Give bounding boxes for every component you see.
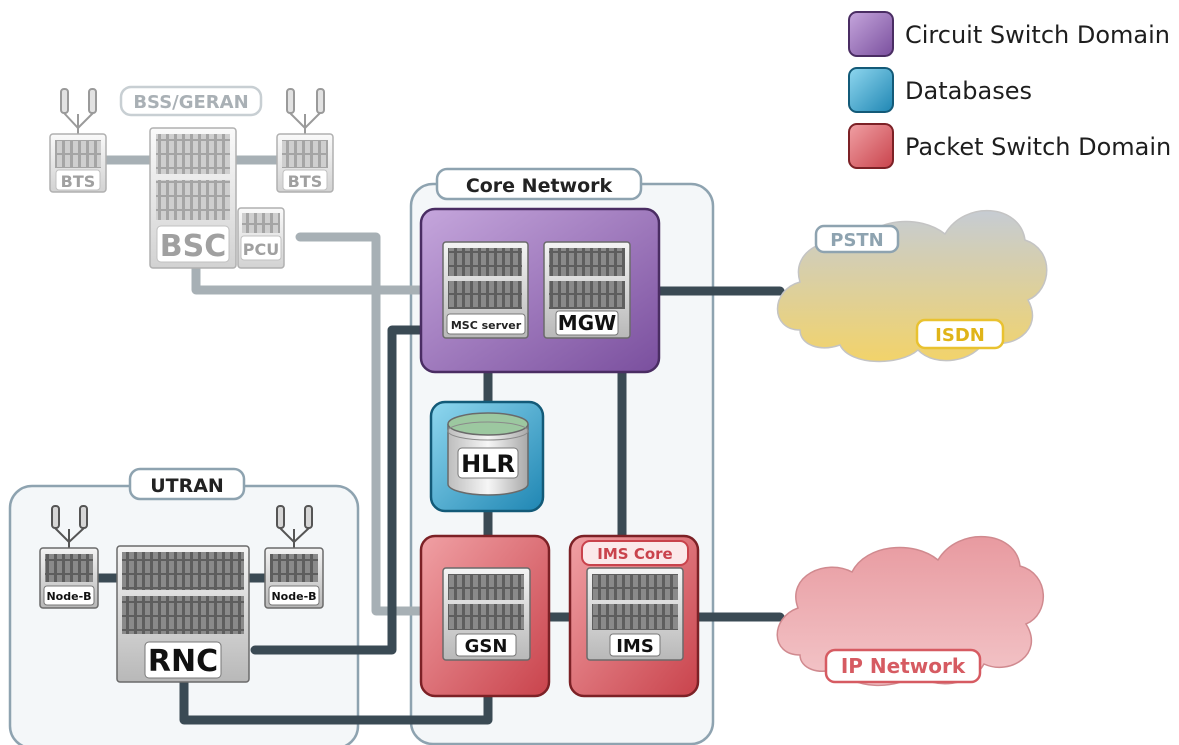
pstn-label: PSTN [830, 230, 884, 251]
link-pcu-gsn [295, 232, 450, 616]
links [93, 155, 785, 725]
node-b-left-node: Node-B [39, 547, 99, 609]
antenna-icon [51, 505, 88, 549]
bss-geran-tag [119, 85, 263, 117]
hlr-label: HLR [461, 450, 515, 478]
antenna-icon [276, 505, 313, 549]
bts-left-label: BTS [61, 172, 96, 191]
ip-network-cloud: IP Network [776, 536, 1044, 686]
bts-right-node: BTS [276, 133, 334, 193]
msc-server-label: MSC server [451, 319, 522, 332]
ip-network-label: IP Network [841, 654, 966, 678]
node-b-right-node: Node-B [264, 547, 324, 609]
ims-label: IMS [616, 636, 654, 657]
link-rnc-msc [250, 325, 450, 655]
node-b-right-label: Node-B [271, 590, 316, 603]
pstn-tag [814, 224, 900, 254]
utran-title: UTRAN [150, 475, 224, 497]
bss-geran-title: BSS/GERAN [133, 92, 248, 113]
node-b-left-label: Node-B [46, 590, 91, 603]
legend-label-packet: Packet Switch Domain [905, 133, 1171, 161]
legend-item-packet: Packet Switch Domain [848, 123, 1171, 169]
bss-geran-group: BSS/GERAN BTS BTS [49, 85, 334, 269]
msc-server-node: MSC server [442, 241, 529, 339]
pstn-isdn-cloud: PSTN ISDN [776, 210, 1048, 363]
core-network-tag [435, 167, 643, 201]
pcu-node: PCU [237, 207, 285, 269]
bsc-label: BSC [160, 229, 227, 264]
bts-left-node: BTS [49, 133, 107, 193]
rnc-node: RNC [116, 545, 250, 683]
utran-tag [128, 467, 246, 501]
antenna-icon [60, 88, 97, 135]
legend-label-databases: Databases [905, 77, 1032, 105]
ims-core-tag [581, 540, 689, 566]
legend: Circuit Switch Domain Databases Packet S… [848, 11, 1171, 169]
mgw-node: MGW [543, 241, 631, 339]
hlr-database-icon: HLR [447, 412, 529, 496]
mgw-label: MGW [558, 311, 616, 335]
ims-core-title: IMS Core [597, 545, 672, 563]
legend-item-databases: Databases [848, 67, 1032, 113]
ims-node: IMS [586, 567, 684, 661]
gsn-node: GSN [442, 567, 531, 661]
antenna-icon [286, 88, 325, 135]
legend-swatch-packet [848, 123, 894, 169]
rnc-label: RNC [148, 644, 218, 679]
gsn-label: GSN [465, 636, 508, 657]
legend-swatch-databases [848, 67, 894, 113]
isdn-label: ISDN [935, 325, 985, 346]
ip-network-tag [824, 648, 982, 684]
bts-right-label: BTS [288, 172, 323, 191]
legend-item-circuit: Circuit Switch Domain [848, 11, 1170, 57]
bsc-node: BSC [149, 127, 237, 269]
core-network-title: Core Network [466, 175, 613, 197]
link-bsc-msc [191, 263, 450, 295]
pcu-label: PCU [243, 240, 279, 259]
isdn-tag [915, 318, 1005, 350]
legend-label-circuit: Circuit Switch Domain [905, 21, 1170, 49]
legend-swatch-circuit [848, 11, 894, 57]
